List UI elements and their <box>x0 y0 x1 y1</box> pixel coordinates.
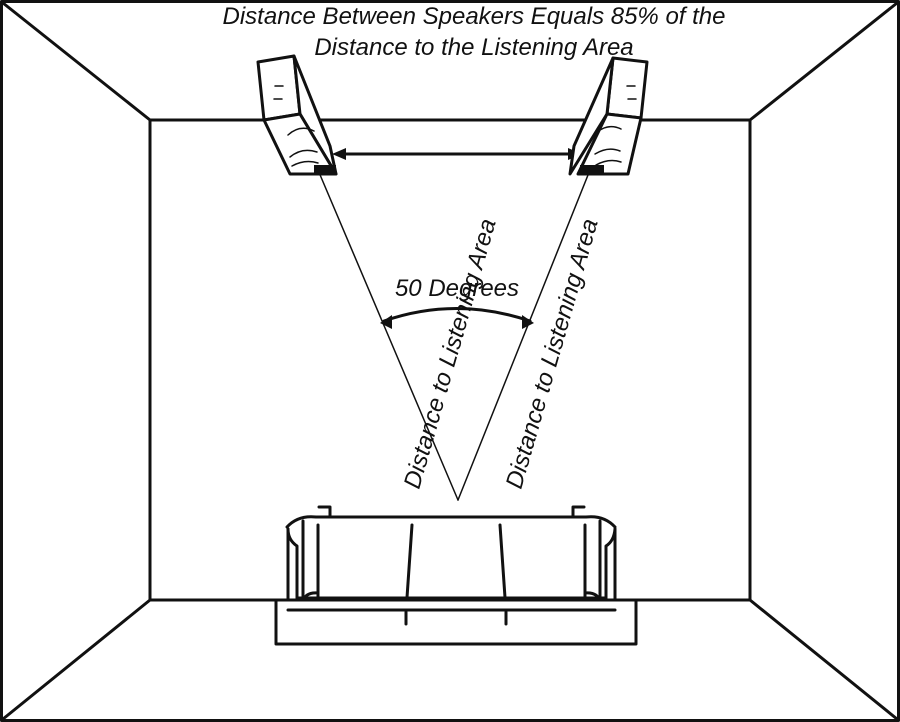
couch-icon <box>274 505 638 646</box>
top-left-perspective-line <box>1 1 152 122</box>
angle-arc <box>380 307 534 329</box>
right-speaker-icon <box>568 56 649 176</box>
left-speaker-icon <box>256 54 338 176</box>
speaker-distance-arrow <box>332 148 582 160</box>
bottom-left-perspective-line <box>1 598 152 721</box>
left-listening-line <box>317 169 459 501</box>
top-right-perspective-line <box>748 1 899 122</box>
title-line-1: Distance Between Speakers Equals 85% of … <box>223 3 726 30</box>
title-line-2: Distance to the Listening Area <box>314 34 633 61</box>
bottom-right-perspective-line <box>748 598 899 721</box>
right-listening-line <box>457 169 591 501</box>
left-distance-label: Distance to Listening Area <box>399 216 502 492</box>
angle-label: 50 Degrees <box>395 275 519 302</box>
